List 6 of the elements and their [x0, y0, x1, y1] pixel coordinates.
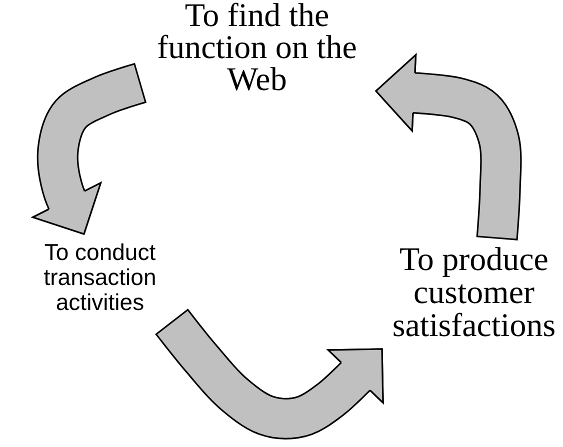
step-label: To find the function on the Web [144, 0, 370, 96]
step-label: To conduct transaction activities [32, 240, 168, 315]
curved-block-arrow [30, 62, 147, 235]
curved-block-arrow [375, 53, 522, 240]
step-label: To produce customer satisfactions [388, 244, 560, 343]
curved-block-arrow [155, 308, 384, 440]
